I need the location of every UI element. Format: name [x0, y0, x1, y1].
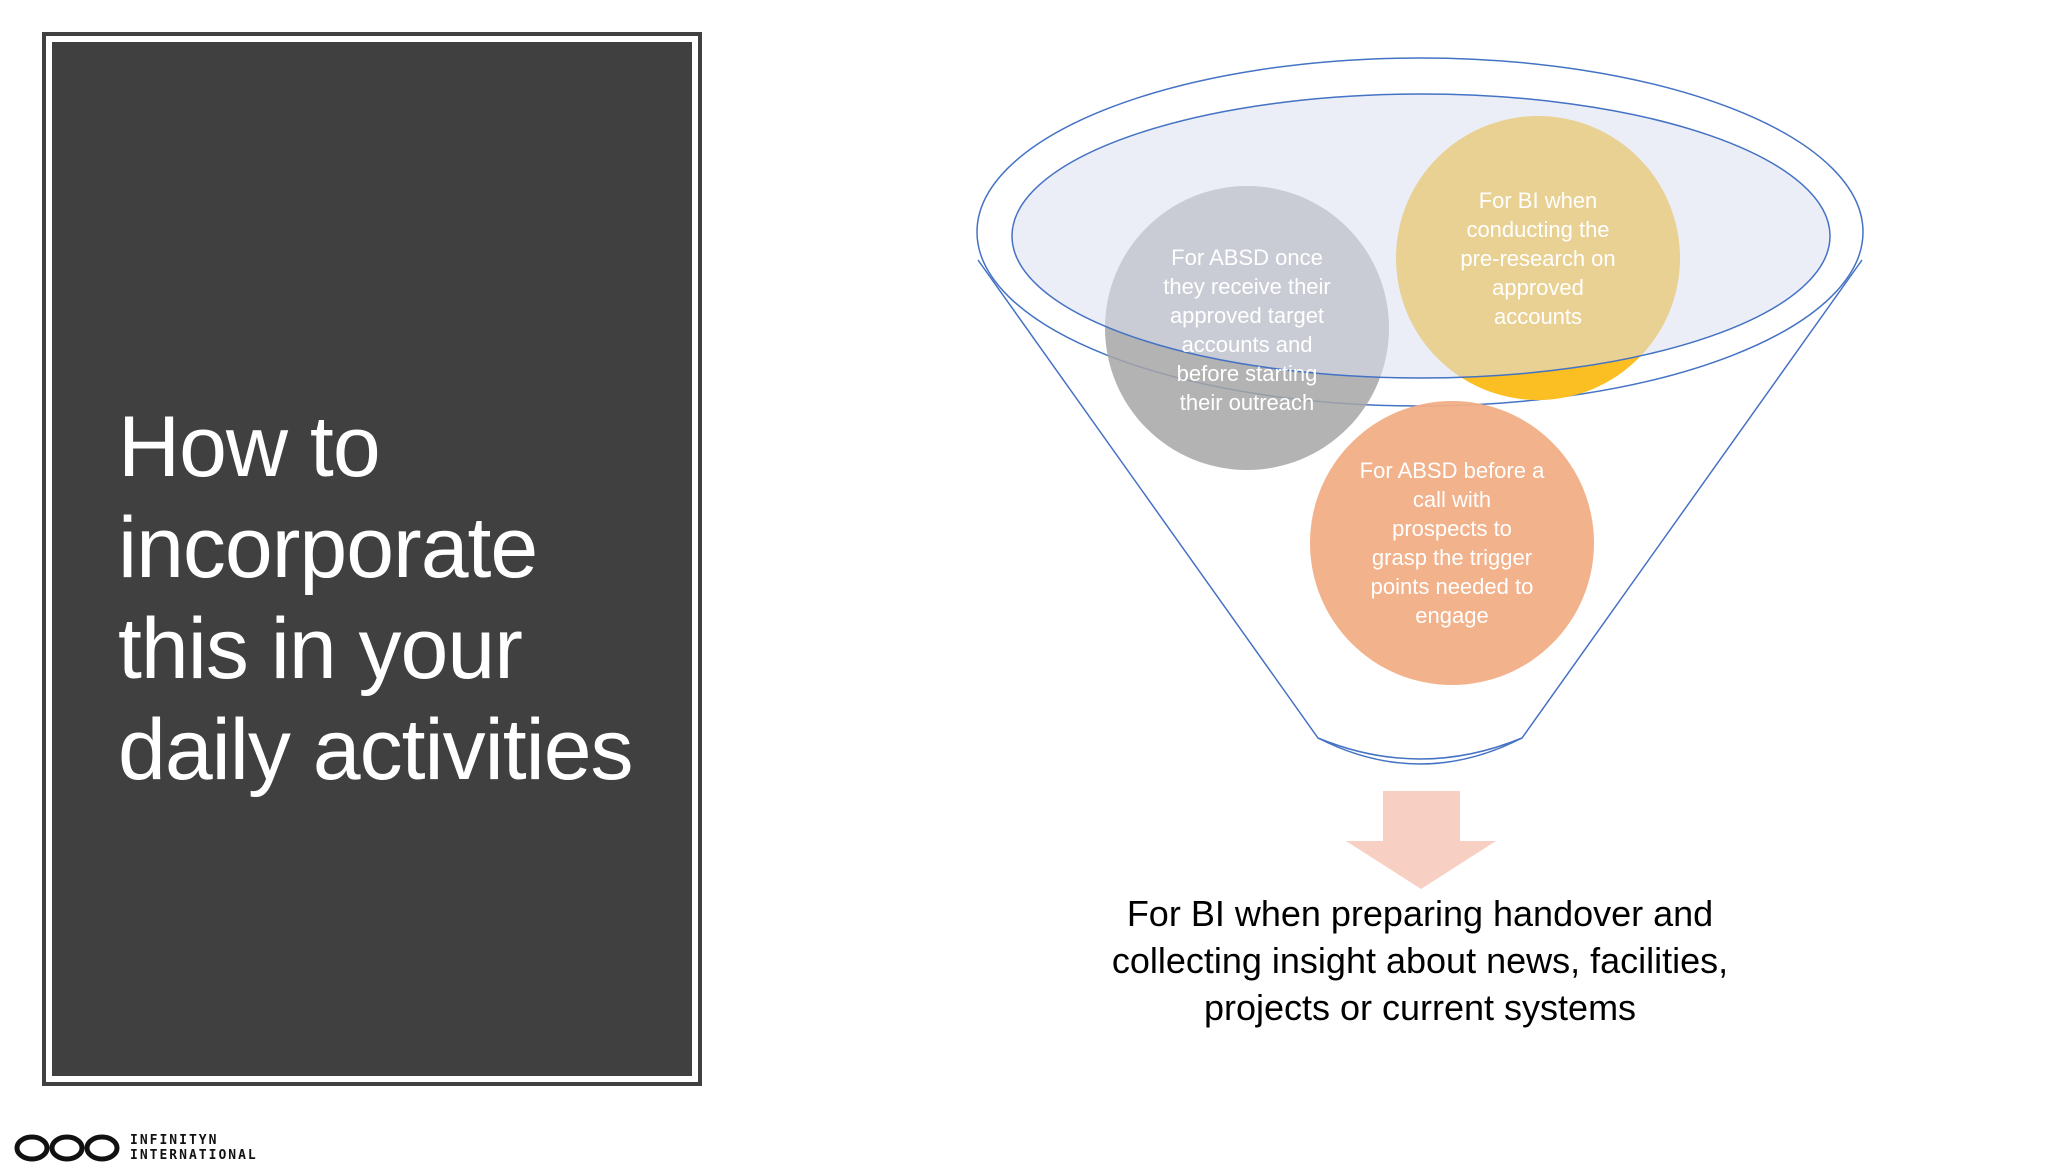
caption-line: collecting insight about news, facilitie… [1111, 940, 1729, 981]
slide-title-line: How to [118, 399, 381, 495]
circle-label-absd-prospect-call: For ABSD before a call with prospects to… [1332, 450, 1572, 636]
circle-text-line: pre-research on [1460, 245, 1616, 271]
slide-title-line: daily activities [118, 702, 634, 798]
circle-absd-prospect-call [1310, 401, 1594, 685]
circle-text-line: they receive their [1163, 274, 1331, 299]
slide-title-line: this in your [118, 601, 523, 697]
circle-text-line: grasp the trigger [1371, 545, 1533, 570]
slide-title: How to incorporate this in your daily ac… [118, 397, 678, 801]
circle-text-line: points needed to [1370, 574, 1534, 599]
circle-label-absd-target-accounts: For ABSD once they receive their approve… [1137, 235, 1357, 425]
circle-text-line: before starting [1176, 361, 1318, 386]
slide-title-line: incorporate [118, 500, 538, 596]
circle-text-line: conducting the [1466, 216, 1610, 242]
logo-line-1: INFINITYN [130, 1133, 219, 1148]
circle-text-line: prospects to [1392, 516, 1512, 541]
logo-wordmark: INFINITYN INTERNATIONAL [130, 1133, 258, 1163]
logo-line-2: INTERNATIONAL [130, 1148, 258, 1163]
funnel-bottom-lip [1317, 737, 1523, 765]
company-logo: INFINITYN INTERNATIONAL [14, 1128, 258, 1168]
circle-text-line: accounts and [1181, 332, 1313, 357]
circle-text-line: engage [1415, 603, 1489, 628]
circle-text-line: approved [1492, 274, 1584, 300]
circle-label-bi-pre-research: For BI when conducting the pre-research … [1428, 183, 1648, 333]
circle-text-line: approved target [1169, 303, 1325, 328]
title-panel: How to incorporate this in your daily ac… [42, 32, 702, 1086]
funnel-inner-rim [1011, 93, 1831, 379]
caption-line: projects or current systems [1203, 987, 1637, 1028]
funnel-caption: For BI when preparing handover and colle… [1020, 890, 1820, 1031]
down-arrow [1346, 791, 1496, 889]
circle-text-line: For BI when [1478, 187, 1598, 213]
caption-line: For BI when preparing handover and [1126, 893, 1714, 934]
circle-text-line: call with [1412, 487, 1492, 512]
circle-text-line: their outreach [1179, 390, 1315, 415]
funnel-body [977, 259, 1863, 760]
infinity-loops-icon [14, 1134, 120, 1162]
circle-text-line: For ABSD once [1171, 245, 1323, 270]
circle-text-line: For ABSD before a [1359, 458, 1545, 483]
circle-text-line: accounts [1493, 303, 1583, 329]
title-panel-background: How to incorporate this in your daily ac… [52, 42, 692, 1076]
